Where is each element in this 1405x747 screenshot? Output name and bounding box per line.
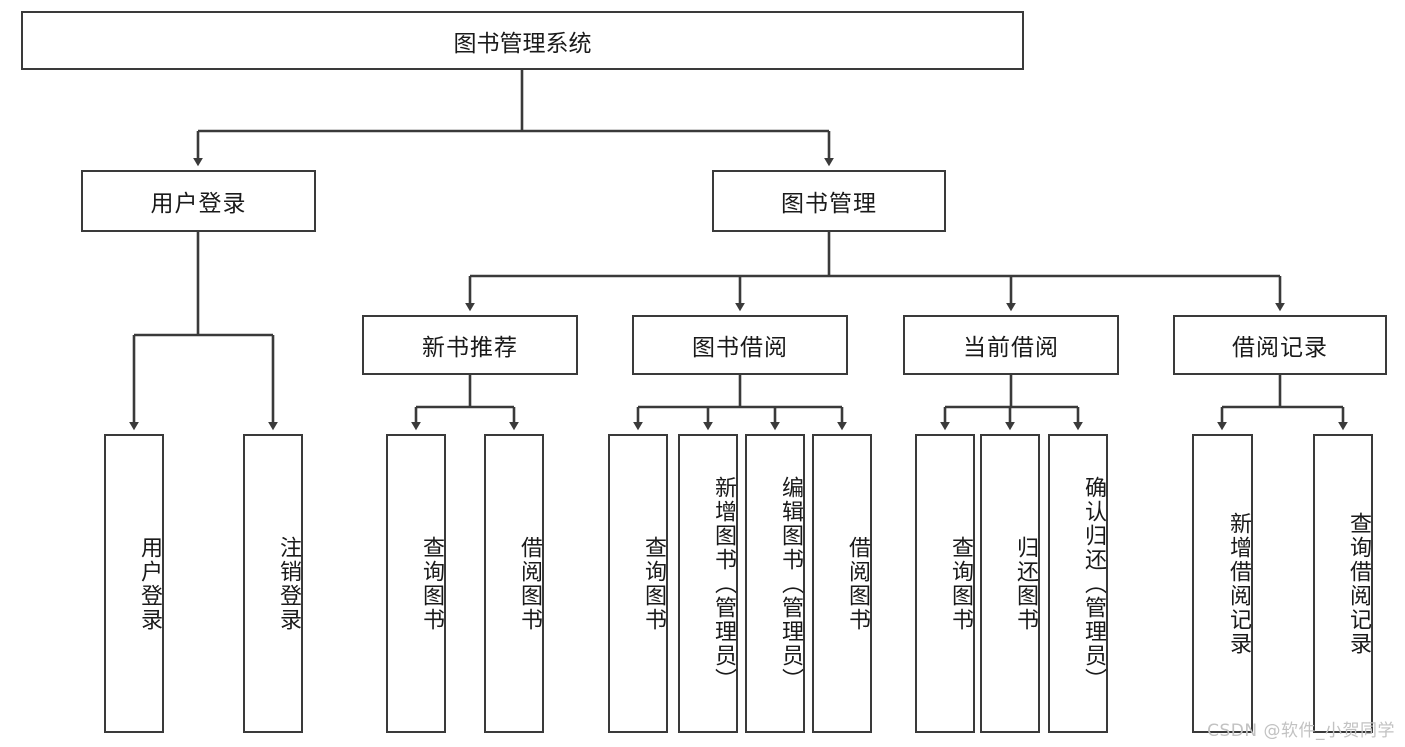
node-label: 借阅图书: [517, 535, 542, 632]
node-label: 编辑图书（管理员）: [778, 475, 803, 692]
node-label: 新增借阅记录: [1226, 511, 1251, 656]
leaf-add-borrow-record[interactable]: 新增借阅记录: [1192, 434, 1253, 733]
leaf-logout[interactable]: 注销登录: [243, 434, 303, 733]
node-label: 用户登录: [150, 191, 247, 217]
node-current-borrow[interactable]: 当前借阅: [903, 315, 1119, 375]
leaf-borrow-book[interactable]: 借阅图书: [812, 434, 872, 733]
leaf-edit-book-admin[interactable]: 编辑图书（管理员）: [745, 434, 805, 733]
node-label: 查询图书: [419, 535, 444, 632]
node-book-management[interactable]: 图书管理: [712, 170, 946, 232]
node-label: 当前借阅: [963, 335, 1059, 361]
leaf-return-book[interactable]: 归还图书: [980, 434, 1040, 733]
node-book-borrow[interactable]: 图书借阅: [632, 315, 848, 375]
node-label: 图书管理: [781, 191, 877, 217]
node-root[interactable]: 图书管理系统: [21, 11, 1024, 70]
node-label: 借阅图书: [845, 535, 870, 632]
node-label: 查询图书: [641, 535, 666, 632]
node-borrow-record[interactable]: 借阅记录: [1173, 315, 1387, 375]
node-label: 图书管理系统: [453, 30, 592, 57]
leaf-query-book-recommend[interactable]: 查询图书: [386, 434, 446, 733]
leaf-query-borrow-record[interactable]: 查询借阅记录: [1313, 434, 1373, 733]
node-label: 注销登录: [276, 535, 301, 632]
node-label: 用户登录: [137, 535, 162, 632]
watermark: CSDN @软件_小贺同学: [1207, 721, 1395, 741]
node-label: 图书借阅: [692, 335, 788, 361]
node-new-book-recommend[interactable]: 新书推荐: [362, 315, 578, 375]
node-label: 新书推荐: [422, 335, 518, 361]
leaf-add-book-admin[interactable]: 新增图书（管理员）: [678, 434, 738, 733]
leaf-borrow-book-recommend[interactable]: 借阅图书: [484, 434, 544, 733]
node-user-login[interactable]: 用户登录: [81, 170, 316, 232]
node-label: 借阅记录: [1232, 335, 1328, 361]
node-label: 查询借阅记录: [1346, 511, 1371, 656]
node-label: 新增图书（管理员）: [711, 475, 736, 692]
leaf-confirm-return-admin[interactable]: 确认归还（管理员）: [1048, 434, 1108, 733]
leaf-query-book-borrow[interactable]: 查询图书: [608, 434, 668, 733]
node-label: 归还图书: [1013, 535, 1038, 632]
leaf-user-login[interactable]: 用户登录: [104, 434, 164, 733]
leaf-query-book-current[interactable]: 查询图书: [915, 434, 975, 733]
node-label: 确认归还（管理员）: [1081, 475, 1106, 692]
node-label: 查询图书: [948, 535, 973, 632]
